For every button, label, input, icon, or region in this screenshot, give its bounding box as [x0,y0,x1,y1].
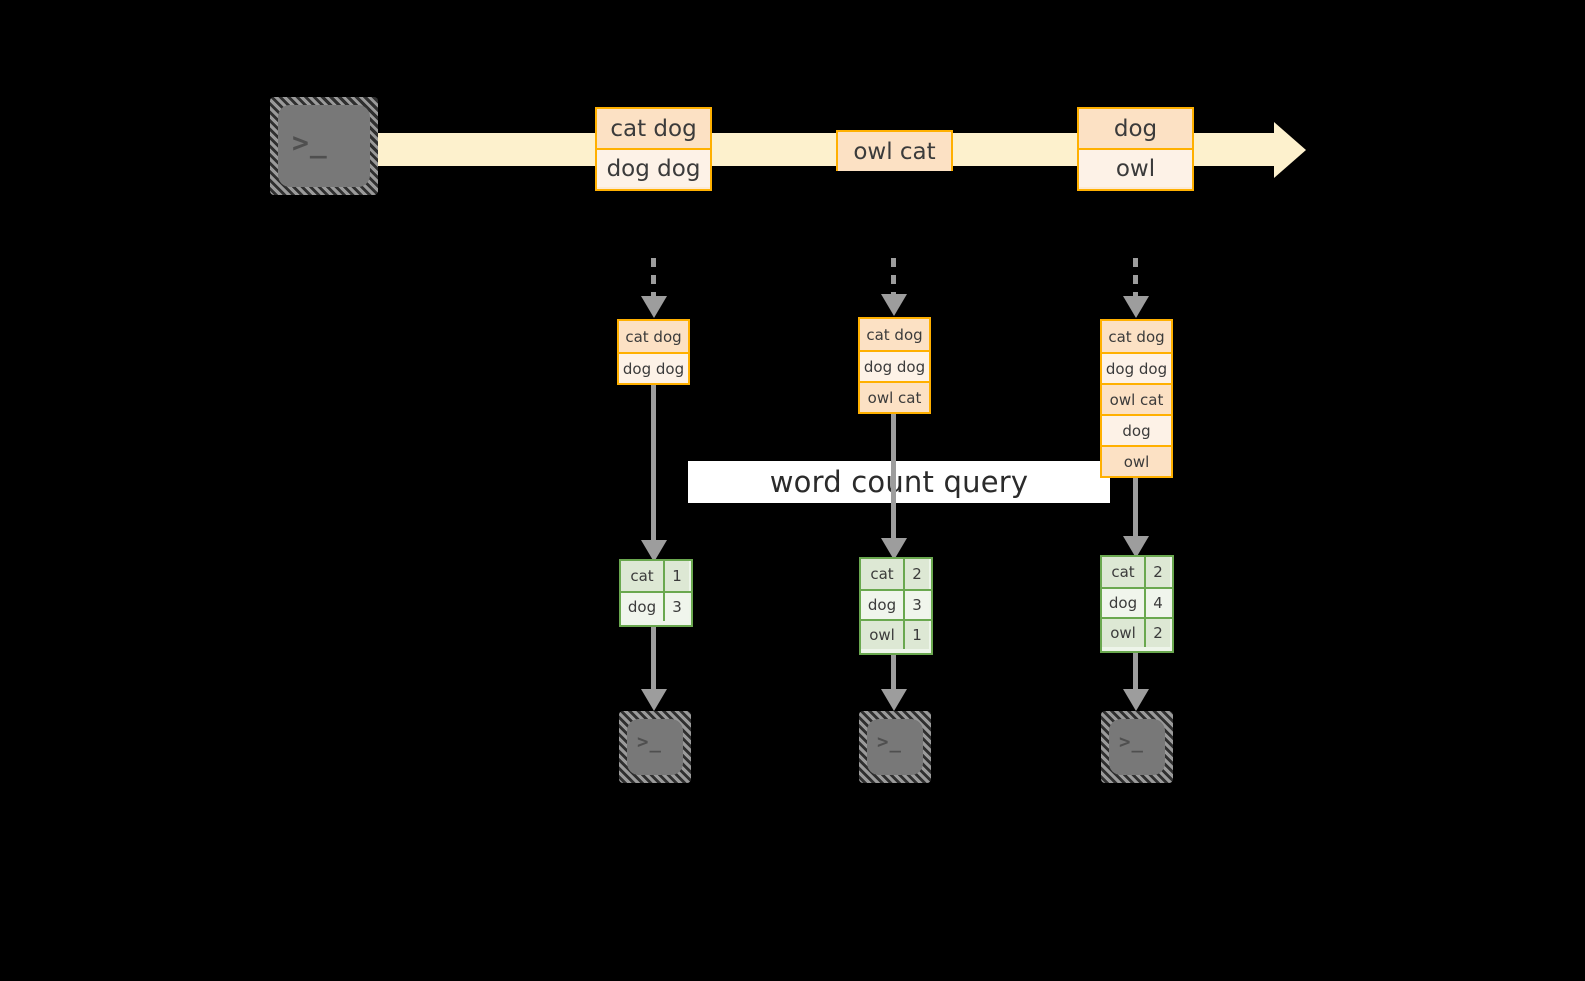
terminal-prompt-icon: >_ [877,731,902,753]
table-cell-count: 3 [665,593,689,621]
query-connector-overlay [651,461,656,503]
result-table[interactable]: cat 2 dog 3 owl 1 [859,557,933,655]
output-connector-arrowhead [881,689,907,711]
ingest-connector-arrowhead [1123,296,1149,318]
ingest-connector-arrowhead [641,296,667,318]
table-row: dog 3 [621,591,691,621]
ingest-connector-dashed [651,258,656,296]
consumer-terminal[interactable]: >_ [619,711,691,783]
terminal-prompt-icon: >_ [637,731,662,753]
query-connector-arrowhead [641,540,667,562]
terminal-screen: >_ [278,105,370,187]
terminal-screen: >_ [1109,719,1165,775]
stream-arrow-head [1274,122,1306,178]
query-connector-arrowhead [881,538,907,560]
table-row: cat 2 [861,559,931,589]
state-log-line: cat dog [860,319,929,350]
state-log-line: owl cat [860,381,929,412]
table-cell-word: dog [1102,589,1146,617]
table-row: cat 2 [1102,557,1172,587]
output-connector [651,627,656,689]
consumer-terminal[interactable]: >_ [859,711,931,783]
consumer-terminal[interactable]: >_ [1101,711,1173,783]
table-row: dog 4 [1102,587,1172,617]
query-banner: word count query [688,461,1110,503]
table-cell-count: 2 [1146,557,1170,587]
producer-terminal[interactable]: >_ [270,97,378,195]
table-row: cat 1 [621,561,691,591]
query-banner-label: word count query [769,465,1029,499]
output-connector-arrowhead [641,689,667,711]
result-table[interactable]: cat 1 dog 3 [619,559,693,627]
state-log-line: cat dog [1102,321,1171,352]
table-cell-count: 4 [1146,589,1170,617]
output-connector-arrowhead [1123,689,1149,711]
table-cell-count: 3 [905,591,929,619]
terminal-screen: >_ [867,719,923,775]
table-cell-word: owl [1102,619,1146,647]
stream-record[interactable]: owl cat [836,130,953,171]
state-log-line: cat dog [619,321,688,352]
stream-record[interactable]: cat dog dog dog [595,107,712,191]
output-connector [1133,653,1138,689]
record-line: owl cat [838,132,951,171]
state-log-line: owl cat [1102,383,1171,414]
state-log-line: dog dog [860,350,929,381]
table-cell-count: 1 [905,621,929,649]
result-table[interactable]: cat 2 dog 4 owl 2 [1100,555,1174,653]
terminal-prompt-icon: >_ [292,126,328,159]
state-log-line: dog dog [1102,352,1171,383]
table-row: owl 2 [1102,617,1172,647]
table-cell-count: 2 [905,559,929,589]
stream-record[interactable]: dog owl [1077,107,1194,191]
ingest-connector-dashed [1133,258,1138,296]
terminal-prompt-icon: >_ [1119,731,1144,753]
terminal-screen: >_ [627,719,683,775]
query-connector-arrowhead [1123,536,1149,558]
record-line: cat dog [597,109,710,148]
record-line: owl [1079,148,1192,187]
record-line: dog dog [597,148,710,187]
state-log-line: dog [1102,414,1171,445]
state-log[interactable]: cat dog dog dog [617,319,690,385]
query-connector-overlay [891,461,896,503]
state-log-line: owl [1102,445,1171,476]
table-cell-word: owl [861,621,905,649]
ingest-connector-dashed [891,258,896,296]
table-row: owl 1 [861,619,931,649]
ingest-connector-arrowhead [881,294,907,316]
table-cell-count: 1 [665,561,689,591]
query-connector [1133,478,1138,536]
table-row: dog 3 [861,589,931,619]
output-connector [891,655,896,689]
state-log-line: dog dog [619,352,688,383]
table-cell-word: cat [861,559,905,589]
table-cell-word: cat [1102,557,1146,587]
table-cell-word: dog [861,591,905,619]
table-cell-word: dog [621,593,665,621]
record-line: dog [1079,109,1192,148]
table-cell-count: 2 [1146,619,1170,647]
state-log-overlay[interactable]: cat dog dog dog owl cat dog owl [1100,319,1173,478]
state-log[interactable]: cat dog dog dog owl cat [858,317,931,414]
table-cell-word: cat [621,561,665,591]
